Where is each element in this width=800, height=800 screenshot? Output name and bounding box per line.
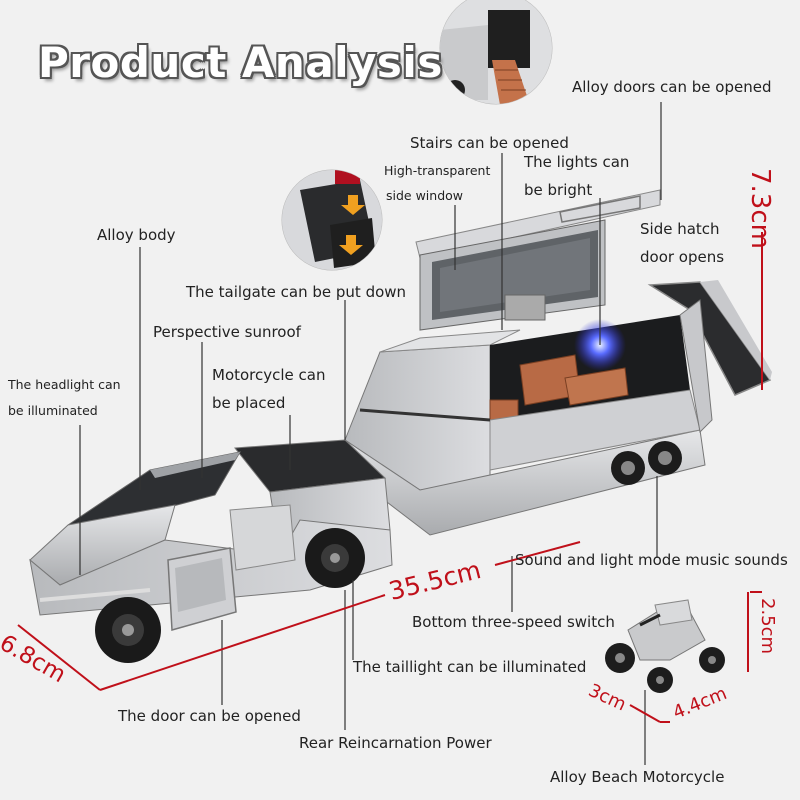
label-beach-motorcycle: Alloy Beach Motorcycle: [550, 768, 725, 786]
label-tailgate: The tailgate can be put down: [186, 283, 407, 301]
dimension-lines: [17, 232, 763, 723]
label-rear-power: Rear Reincarnation Power: [299, 734, 492, 752]
label-headlight-1: The headlight can: [8, 377, 121, 392]
label-door: The door can be opened: [118, 707, 301, 725]
label-side-hatch-1: Side hatch: [640, 220, 720, 238]
trailer-roof-panel: [415, 189, 661, 259]
label-motorcycle-1: Motorcycle can: [212, 366, 326, 384]
label-stairs: Stairs can be opened: [410, 134, 569, 152]
page-title: Product Analysis: [38, 38, 443, 87]
dimension-height: 7.3cm: [745, 168, 775, 249]
label-switch: Bottom three-speed switch: [412, 613, 615, 631]
label-high-transparent-1: High-transparent: [384, 163, 491, 178]
label-side-hatch-2: door opens: [640, 248, 725, 266]
label-alloy-doors: Alloy doors can be opened: [572, 78, 772, 96]
tailgate-inset: [281, 169, 383, 271]
label-sunroof: Perspective sunroof: [153, 323, 301, 341]
camper-trailer: [344, 189, 772, 536]
label-taillight: The taillight can be illuminated: [353, 658, 587, 676]
label-lights-1: The lights can: [524, 153, 630, 171]
label-headlight-2: be illuminated: [8, 403, 98, 418]
leader-lines: [79, 102, 662, 765]
label-sound-light: Sound and light mode music sounds: [515, 551, 788, 569]
dimension-moto-height: 2.5cm: [757, 598, 778, 655]
side-hatch-door: [647, 281, 772, 396]
label-lights-2: be bright: [524, 181, 593, 199]
label-alloy-body: Alloy body: [97, 226, 176, 244]
stairs-inset: [439, 0, 553, 105]
label-motorcycle-2: be placed: [212, 394, 286, 412]
pickup-truck: [29, 439, 393, 663]
beach-motorcycle: [605, 599, 725, 693]
label-high-transparent-2: side window: [386, 188, 464, 203]
